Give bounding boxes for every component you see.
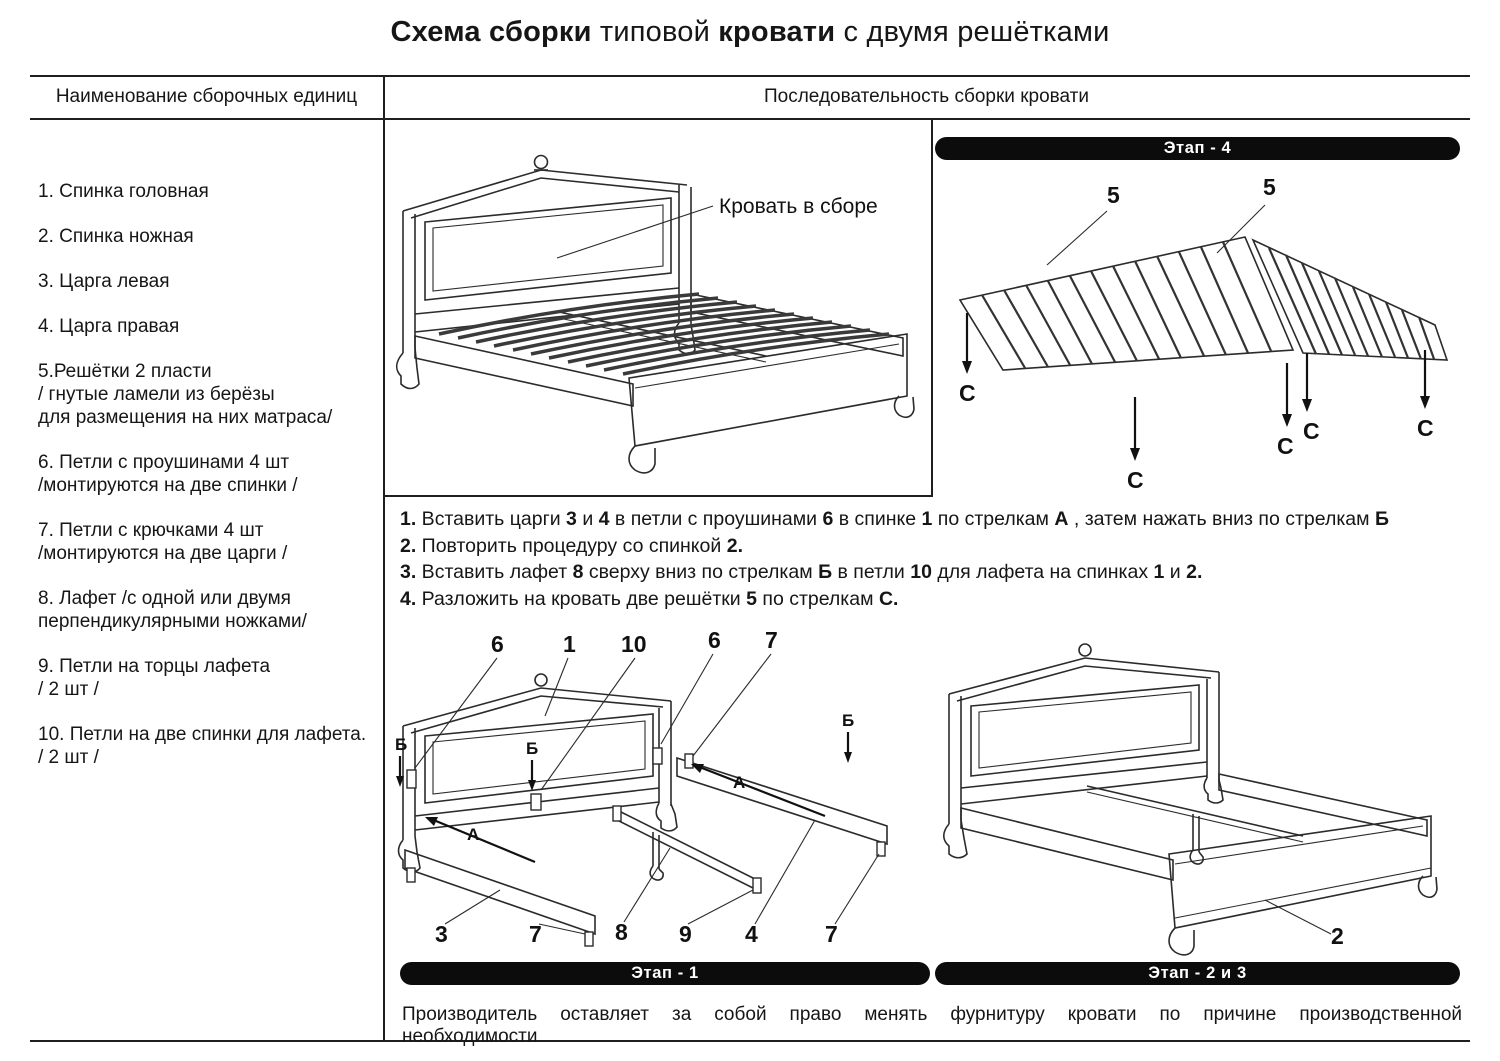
part-item-1: 1. Спинка головная xyxy=(38,181,209,202)
slats-shape xyxy=(438,292,890,376)
part-item-6: 6. Петли с проушинами 4 шт /монтируются … xyxy=(38,452,298,496)
footboard-shape xyxy=(628,333,915,474)
column-divider xyxy=(383,75,385,1040)
title-divider xyxy=(30,75,1470,77)
stage-1-bar: Этап - 1 xyxy=(400,962,930,985)
part-item-4: 4. Царга правая xyxy=(38,316,180,337)
assembled-callout: Кровать в сборе xyxy=(556,195,878,259)
assembled-callout-label: Кровать в сборе xyxy=(719,195,878,218)
stage-1-bar-label: Этап - 1 xyxy=(631,964,699,982)
stage-4-bar-label: Этап - 4 xyxy=(1163,139,1232,157)
manufacturer-note: Производитель оставляет за собой право м… xyxy=(402,1004,1462,1047)
stage-1-drawing: 6 1 10 6 7 3 7 8 9 4 7 А А Б Б Б xyxy=(395,628,888,947)
part-label-4: 4 xyxy=(745,921,758,947)
assembled-bed-panel: Кровать в сборе xyxy=(383,118,933,497)
arrow-label-c-4: С xyxy=(1303,418,1320,444)
lafet-shape xyxy=(612,805,762,894)
part-label-1: 1 xyxy=(563,631,576,657)
stage23-callout: 2 xyxy=(1264,899,1344,949)
arrow-label-c-1: С xyxy=(959,380,976,406)
title-part-normal2: с двумя решётками xyxy=(835,16,1110,48)
arrows-c: С С С С С xyxy=(959,313,1434,493)
part-item-2: 2. Спинка ножная xyxy=(38,226,194,247)
header-divider xyxy=(30,118,1470,120)
arrow-label-a-2: А xyxy=(733,773,745,792)
arrow-label-b-1: Б xyxy=(395,735,407,754)
slat-base-left-shape xyxy=(958,236,1295,371)
stage1-top-callouts: 6 1 10 6 7 xyxy=(414,628,778,791)
parts-list: 1. Спинка головная 2. Спинка ножная 3. Ц… xyxy=(38,180,382,791)
part-label-7b: 7 xyxy=(529,921,542,947)
instruction-line: 4. Разложить на кровать две решётки 5 по… xyxy=(400,587,899,610)
headboard-shape xyxy=(942,643,1224,859)
arrow-label-c-5: С xyxy=(1417,415,1434,441)
part-item-9: 9. Петли на торцы лафета / 2 шт / xyxy=(38,656,271,700)
headboard-shape xyxy=(397,673,678,873)
footboard-shape xyxy=(1168,815,1438,956)
arrows-b: Б Б Б xyxy=(395,711,854,791)
part-item-7: 7. Петли с крючками 4 шт /монтируются на… xyxy=(38,520,288,564)
part-item-3: 3. Царга левая xyxy=(38,271,170,292)
title-part-bold1: Схема сборки xyxy=(390,16,592,48)
slat-base-right-shape xyxy=(1251,238,1449,361)
instruction-line: 3. Вставить лафет 8 сверху вниз по стрел… xyxy=(400,561,1203,583)
page-title: Схема сборки типовой кровати с двумя реш… xyxy=(0,16,1500,49)
left-column-header: Наименование сборочных единиц xyxy=(55,86,358,107)
arrows-a: А А xyxy=(425,764,826,864)
part-label-5-right: 5 xyxy=(1263,174,1276,200)
part-label-5-left: 5 xyxy=(1107,182,1120,208)
assembled-bed-drawing: Кровать в сборе xyxy=(395,154,915,474)
arrow-label-a-1: А xyxy=(467,825,479,844)
part-label-10: 10 xyxy=(621,631,647,657)
stage-4-drawing: 5 5 С С С С С xyxy=(958,174,1449,493)
part-label-8: 8 xyxy=(615,919,628,945)
part-label-3: 3 xyxy=(435,921,448,947)
instruction-line: 2. Повторить процедуру со спинкой 2. xyxy=(400,534,743,557)
stage1-bottom-callouts: 3 7 8 9 4 7 xyxy=(435,819,880,947)
arrow-label-c-3: С xyxy=(1277,433,1294,459)
frame-rails-shape xyxy=(960,773,1428,882)
part-label-9: 9 xyxy=(679,921,692,947)
stage4-callouts: 5 5 xyxy=(1046,174,1276,266)
arrow-label-b-3: Б xyxy=(842,711,854,730)
right-column-header: Последовательность сборки кровати xyxy=(763,86,1089,107)
bottom-divider xyxy=(30,1040,1470,1042)
part-item-5: 5.Решётки 2 пласти / гнутые ламели из бе… xyxy=(38,361,333,428)
part-label-6a: 6 xyxy=(491,631,504,657)
part-label-6b: 6 xyxy=(708,628,721,653)
left-rail-shape xyxy=(404,848,596,947)
part-item-8: 8. Лафет /с одной или двумя перпендикуля… xyxy=(38,588,307,632)
assembly-instructions: 1. Вставить царги 3 и 4 в петли с проуши… xyxy=(400,506,1462,612)
stage-4-bar: Этап - 4 xyxy=(935,137,1460,160)
title-part-normal1: типовой xyxy=(591,16,719,48)
stage-2-3-drawing: 2 xyxy=(942,643,1438,956)
right-rail-shape xyxy=(676,753,888,857)
stage-2-3-bar-label: Этап - 2 и 3 xyxy=(1148,964,1247,982)
part-label-7a: 7 xyxy=(765,628,778,653)
stage-2-3-bar: Этап - 2 и 3 xyxy=(935,962,1460,985)
arrow-label-c-2: С xyxy=(1127,467,1144,493)
part-label-7c: 7 xyxy=(825,921,838,947)
part-label-2: 2 xyxy=(1331,923,1344,949)
title-part-bold2: кровати xyxy=(718,16,836,48)
instruction-line: 1. Вставить царги 3 и 4 в петли с проуши… xyxy=(400,508,1389,530)
part-item-10: 10. Петли на две спинки для лафета. / 2 … xyxy=(38,724,367,768)
arrow-label-b-2: Б xyxy=(526,739,538,758)
